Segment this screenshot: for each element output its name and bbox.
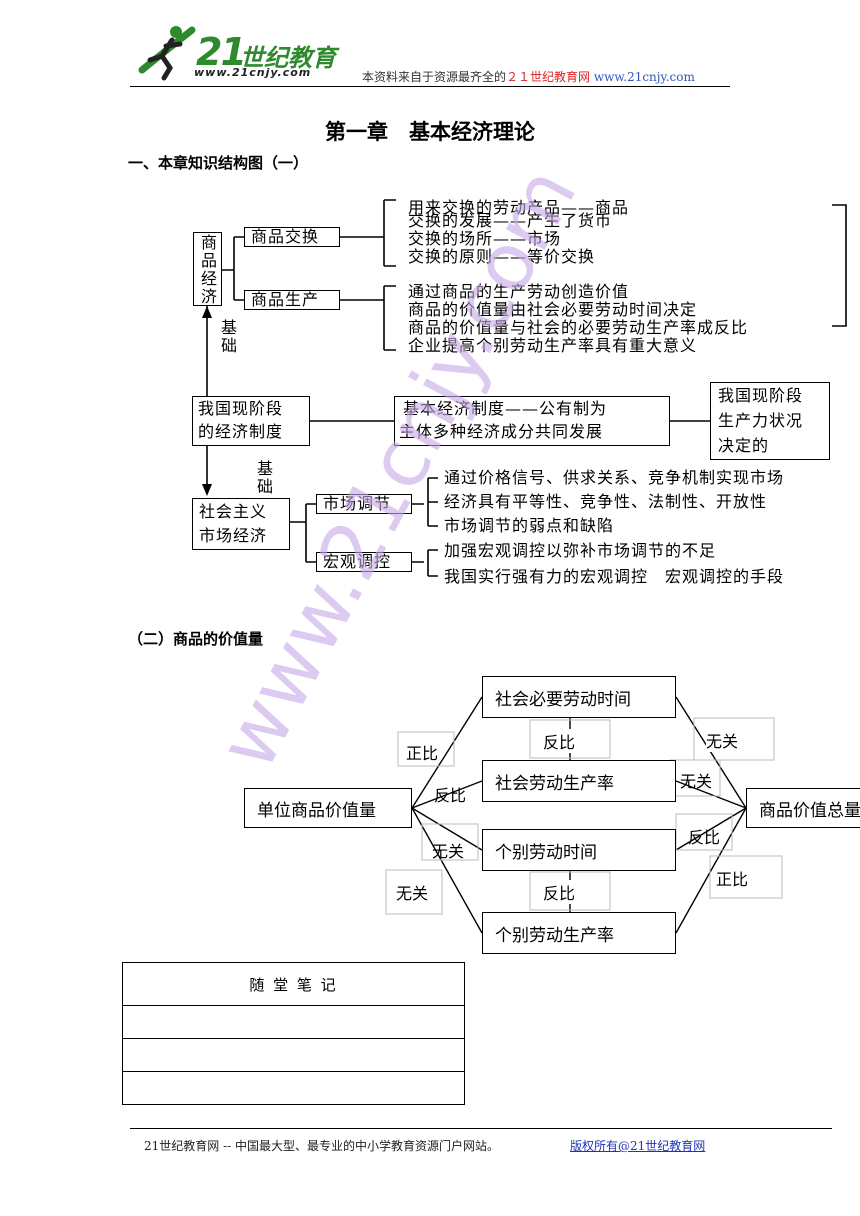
market-item: 通过价格信号、供求关系、竞争机制实现市场 <box>444 468 785 487</box>
notes-line[interactable] <box>122 1038 465 1072</box>
footer-rule <box>130 1128 832 1129</box>
relation-label: 无关 <box>432 842 465 861</box>
node-economic-system: 我国现阶段 的经济制度 <box>192 396 310 446</box>
production-item: 企业提高个别劳动生产率具有重大意义 <box>408 336 698 355</box>
node-macro-control: 宏观调控 <box>316 552 412 572</box>
logo-url: www.21cnjy.com <box>194 66 312 79</box>
node-market-regulation: 市场调节 <box>316 494 412 514</box>
macro-item: 加强宏观调控以弥补市场调节的不足 <box>444 541 717 560</box>
relation-label: 无关 <box>706 728 739 752</box>
footer-text: 21世纪教育网 -- 中国最大型、最专业的中小学教育资源门户网站。 <box>144 1139 500 1153</box>
exchange-item: 交换的原则——等价交换 <box>408 247 596 266</box>
node-social-productivity: 社会劳动生产率 <box>482 760 676 802</box>
relation-label: 反比 <box>688 828 721 847</box>
header-rule <box>130 86 730 87</box>
logo-number: 21 <box>196 30 247 74</box>
exchange-item: 用来交换的劳动产品——商品 <box>408 198 630 217</box>
market-item: 市场调节的弱点和缺陷 <box>444 516 615 535</box>
exchange-item: 交换的场所——市场 <box>408 229 562 248</box>
production-item: 通过商品的生产劳动创造价值 <box>408 282 630 301</box>
production-item: 商品的价值量与社会的必要劳动生产率成反比 <box>408 318 749 337</box>
node-productivity: 我国现阶段 生产力状况 决定的 <box>710 382 830 460</box>
relation-label: 反比 <box>434 786 467 805</box>
macro-item: 我国实行强有力的宏观调控 宏观调控的手段 <box>444 567 785 586</box>
market-item: 经济具有平等性、竞争性、法制性、开放性 <box>444 492 768 511</box>
node-unit-value: 单位商品价值量 <box>244 788 412 828</box>
node-individual-labor-time: 个别劳动时间 <box>482 829 676 871</box>
relation-label: 无关 <box>680 772 713 791</box>
logo-text: 世纪教育 <box>240 44 336 72</box>
diagram2-connectors <box>385 696 783 934</box>
diagram1-connectors <box>202 199 847 577</box>
production-item: 商品的价值量由社会必要劳动时间决定 <box>408 300 698 319</box>
relation-label: 正比 <box>716 866 749 890</box>
node-social-labor-time: 社会必要劳动时间 <box>482 676 676 718</box>
notes-line[interactable] <box>122 1071 465 1105</box>
logo-runner-icon <box>138 26 196 81</box>
basis-label: 基础 <box>257 459 275 497</box>
node-commodity-economy: 商品经济 <box>193 232 222 306</box>
footer-copyright-link[interactable]: 版权所有@21世纪教育网 <box>570 1139 706 1153</box>
notes-line[interactable] <box>122 1005 465 1039</box>
node-total-value: 商品价值总量 <box>746 788 860 828</box>
section-heading-2: （二）商品的价值量 <box>128 630 264 648</box>
node-individual-productivity: 个别劳动生产率 <box>482 912 676 954</box>
notes-title: 随 堂 笔 记 <box>122 962 465 1006</box>
relation-label: 无关 <box>396 880 429 904</box>
node-exchange: 商品交换 <box>244 227 340 247</box>
exchange-item: 交换的发展——产生了货币 <box>408 211 613 230</box>
section-heading-1: 一、本章知识结构图（一） <box>128 154 309 172</box>
relation-label: 正比 <box>406 740 439 764</box>
relation-label: 反比 <box>543 880 576 904</box>
node-basic-system: 基本经济制度——公有制为 主体多种经济成分共同发展 <box>394 396 670 446</box>
node-socialist-market: 社会主义 市场经济 <box>192 498 290 550</box>
relation-label: 反比 <box>543 729 576 753</box>
page-title: 第一章 基本经济理论 <box>325 120 535 144</box>
notes-table: 随 堂 笔 记 <box>122 962 465 1105</box>
node-production: 商品生产 <box>244 290 340 310</box>
header-tagline: 本资料来自于资源最齐全的２１世纪教育网 www.21cnjy.com <box>362 70 695 84</box>
basis-label: 基础 <box>221 318 239 356</box>
